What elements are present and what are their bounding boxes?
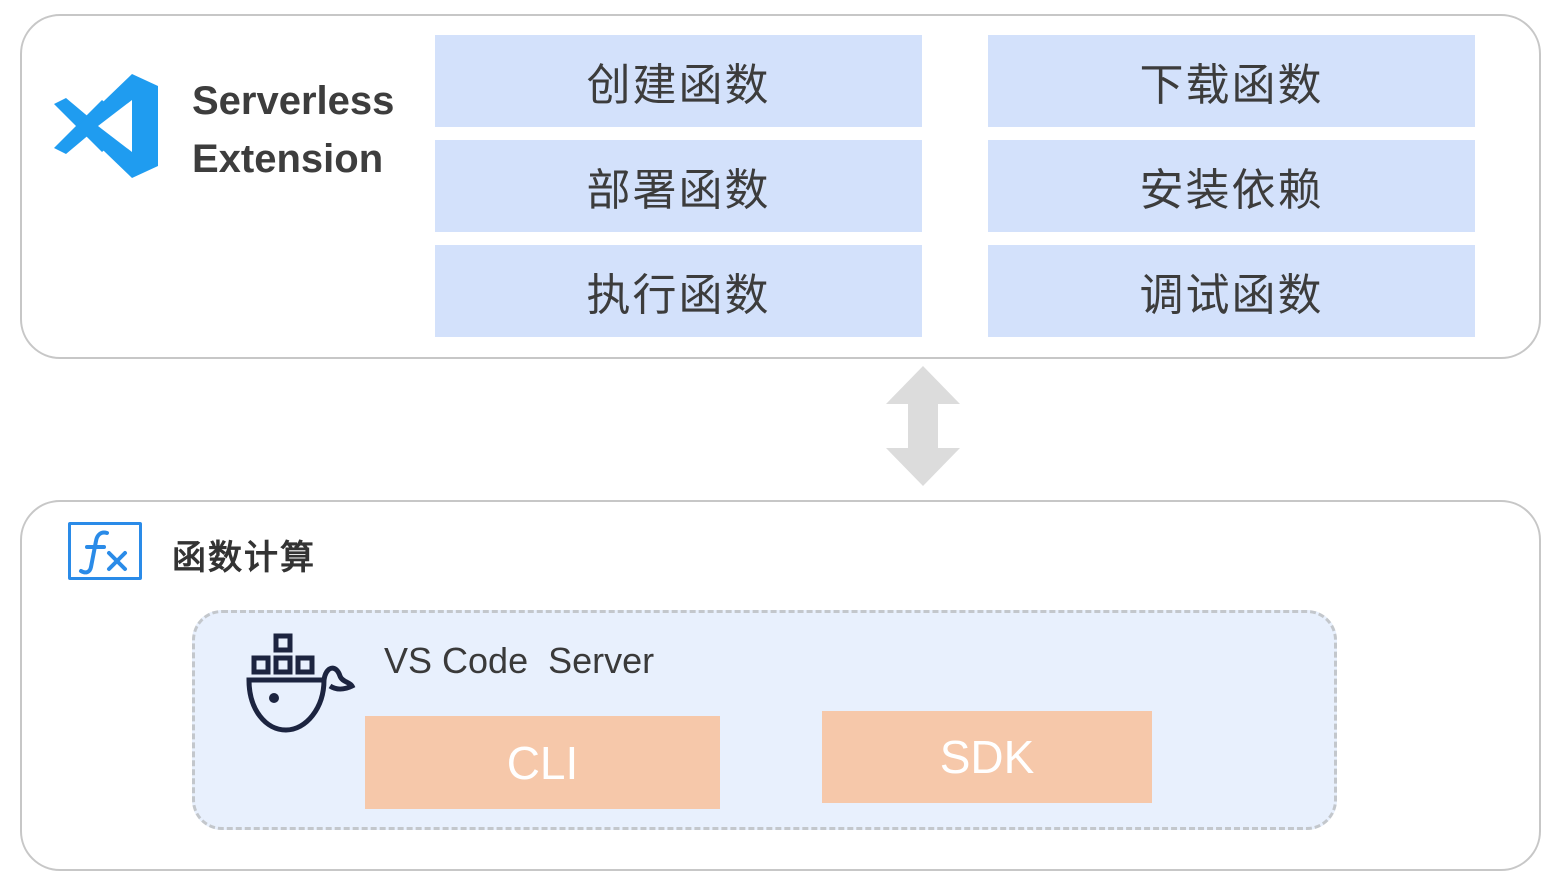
deploy-function-button[interactable]: 部署函数	[435, 140, 922, 232]
vscode-server-container	[192, 610, 1337, 830]
extension-title-line2: Extension	[192, 137, 384, 181]
cli-box[interactable]: CLI	[365, 716, 720, 809]
extension-title: Serverless Extension	[192, 72, 394, 188]
vscode-icon	[54, 74, 158, 178]
extension-title-line1: Serverless	[192, 79, 395, 123]
function-compute-title: 函数计算	[172, 538, 316, 578]
double-arrow-icon	[886, 366, 960, 486]
download-function-button[interactable]: 下载函数	[988, 35, 1475, 127]
vscode-server-title: VS Code Server	[384, 640, 655, 681]
create-function-button[interactable]: 创建函数	[435, 35, 922, 127]
install-dependencies-button[interactable]: 安装依赖	[988, 140, 1475, 232]
function-fx-icon	[68, 522, 142, 580]
docker-icon	[246, 633, 356, 733]
debug-function-button[interactable]: 调试函数	[988, 245, 1475, 337]
sdk-box[interactable]: SDK	[822, 711, 1152, 803]
execute-function-button[interactable]: 执行函数	[435, 245, 922, 337]
